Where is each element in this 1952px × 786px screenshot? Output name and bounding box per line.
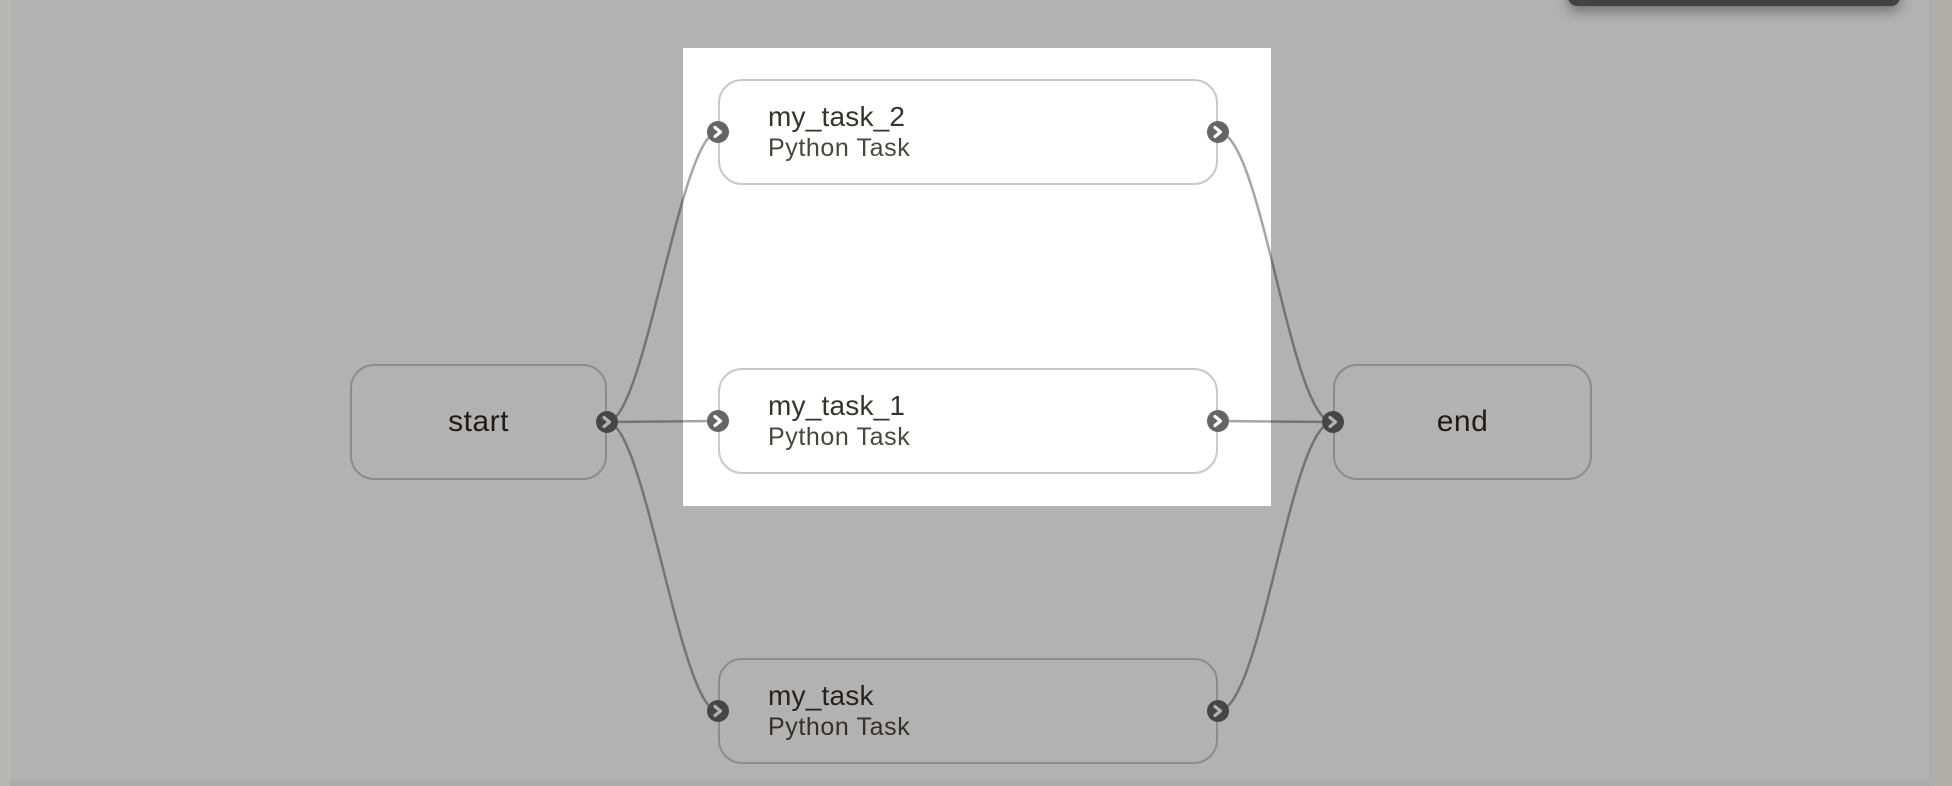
- chevron-right-icon: [1328, 415, 1338, 429]
- node-subtitle: Python Task: [768, 423, 911, 451]
- node-my_task_2[interactable]: my_task_2 Python Task: [718, 79, 1218, 185]
- node-label: start: [448, 405, 509, 438]
- end-input-handle[interactable]: [1322, 411, 1344, 433]
- top-right-dark-panel-edge: [1568, 0, 1900, 6]
- node-title: my_task_1: [768, 390, 906, 421]
- my_task_1-output-handle[interactable]: [1207, 410, 1229, 432]
- edge-my_task_1-to-end: [1216, 419, 1335, 424]
- my_task_2-output-handle[interactable]: [1207, 121, 1229, 143]
- my_task_2-input-handle[interactable]: [707, 121, 729, 143]
- node-my_task[interactable]: my_task Python Task: [718, 658, 1218, 764]
- right-edge-strip: [1929, 0, 1952, 786]
- node-title: my_task: [768, 680, 874, 711]
- edge-start-to-my_task_2: [605, 130, 720, 424]
- chevron-right-icon: [1213, 414, 1223, 428]
- chevron-right-icon: [1213, 125, 1223, 139]
- chevron-right-icon: [713, 125, 723, 139]
- node-start[interactable]: start: [350, 364, 607, 480]
- node-subtitle: Python Task: [768, 713, 911, 741]
- chevron-right-icon: [602, 415, 612, 429]
- node-label: end: [1436, 405, 1489, 438]
- edge-start-to-my_task_1: [605, 419, 720, 424]
- edge-my_task_2-to-end: [1216, 130, 1335, 424]
- node-end[interactable]: end: [1333, 364, 1592, 480]
- edge-start-to-my_task: [605, 420, 720, 713]
- chevron-right-icon: [713, 414, 723, 428]
- my_task_1-input-handle[interactable]: [707, 410, 729, 432]
- left-edge-strip: [0, 0, 10, 786]
- node-my_task_1[interactable]: my_task_1 Python Task: [718, 368, 1218, 474]
- bottom-edge-band: [0, 780, 1952, 786]
- start-output-handle[interactable]: [596, 411, 618, 433]
- node-subtitle: Python Task: [768, 134, 911, 162]
- my_task-input-handle[interactable]: [707, 700, 729, 722]
- chevron-right-icon: [1213, 704, 1223, 718]
- my_task-output-handle[interactable]: [1207, 700, 1229, 722]
- chevron-right-icon: [713, 704, 723, 718]
- edge-my_task-to-end: [1216, 420, 1335, 713]
- node-title: my_task_2: [768, 101, 906, 132]
